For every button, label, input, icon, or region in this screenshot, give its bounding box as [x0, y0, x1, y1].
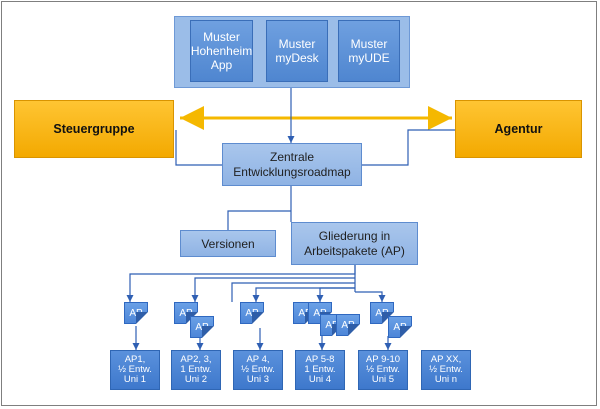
steuergruppe-label: Steuergruppe: [53, 122, 135, 136]
versionen-label: Versionen: [201, 236, 255, 251]
zentrale-entwicklungsroadmap-box: Zentrale Entwicklungsroadmap: [222, 143, 362, 186]
steuergruppe-box: Steuergruppe: [14, 100, 174, 158]
gliederung-box: Gliederung in Arbeitspakete (AP): [291, 222, 418, 265]
versionen-box: Versionen: [180, 230, 276, 257]
work-package-uni-2: AP2, 3, 1 Entw. Uni 2: [171, 350, 221, 390]
agentur-label: Agentur: [494, 122, 543, 136]
muster-hohenheim-app-label: Muster Hohenheim App: [190, 30, 253, 72]
muster-myude-box: Muster myUDE: [338, 20, 400, 82]
agentur-box: Agentur: [455, 100, 582, 158]
work-package-label: AP1, ½ Entw. Uni 1: [118, 354, 152, 385]
work-package-label: AP 9-10 ½ Entw. Uni 5: [365, 354, 401, 385]
work-package-label: AP XX, ½ Entw. Uni n: [429, 354, 463, 385]
ap-card-4d: AP: [336, 314, 360, 336]
work-package-uni-5: AP 9-10 ½ Entw. Uni 5: [358, 350, 408, 390]
work-package-uni-1: AP1, ½ Entw. Uni 1: [110, 350, 160, 390]
work-package-label: AP2, 3, 1 Entw. Uni 2: [180, 354, 212, 385]
ap-card-label: AP: [245, 307, 259, 319]
gliederung-label: Gliederung in Arbeitspakete (AP): [304, 228, 405, 258]
ap-card-label: AP: [341, 319, 355, 331]
ap-card-3: AP: [240, 302, 264, 324]
muster-mydesk-box: Muster myDesk: [266, 20, 328, 82]
agentur-to-center-connector: [362, 129, 455, 166]
work-package-uni-n: AP XX, ½ Entw. Uni n: [421, 350, 471, 390]
ap-card-label: AP: [195, 321, 209, 333]
ap-card-2b: AP: [190, 316, 214, 338]
muster-hohenheim-app-box: Muster Hohenheim App: [190, 20, 253, 82]
zentrale-entwicklungsroadmap-label: Zentrale Entwicklungsroadmap: [233, 149, 351, 179]
branch-to-versionen-connector: [227, 210, 291, 230]
work-package-uni-4: AP 5-8 1 Entw. Uni 4: [295, 350, 345, 390]
steuergruppe-to-center-connector: [175, 130, 222, 166]
ap-card-label: AP: [129, 307, 143, 319]
ap-card-5b: AP: [388, 316, 412, 338]
ap-card-1: AP: [124, 302, 148, 324]
work-package-uni-3: AP 4, ½ Entw. Uni 3: [233, 350, 283, 390]
muster-myude-label: Muster myUDE: [348, 37, 390, 65]
muster-mydesk-label: Muster myDesk: [275, 37, 319, 65]
ap-card-label: AP: [375, 307, 389, 319]
work-package-label: AP 5-8 1 Entw. Uni 4: [304, 354, 336, 385]
work-package-label: AP 4, ½ Entw. Uni 3: [241, 354, 275, 385]
ap-card-label: AP: [393, 321, 407, 333]
